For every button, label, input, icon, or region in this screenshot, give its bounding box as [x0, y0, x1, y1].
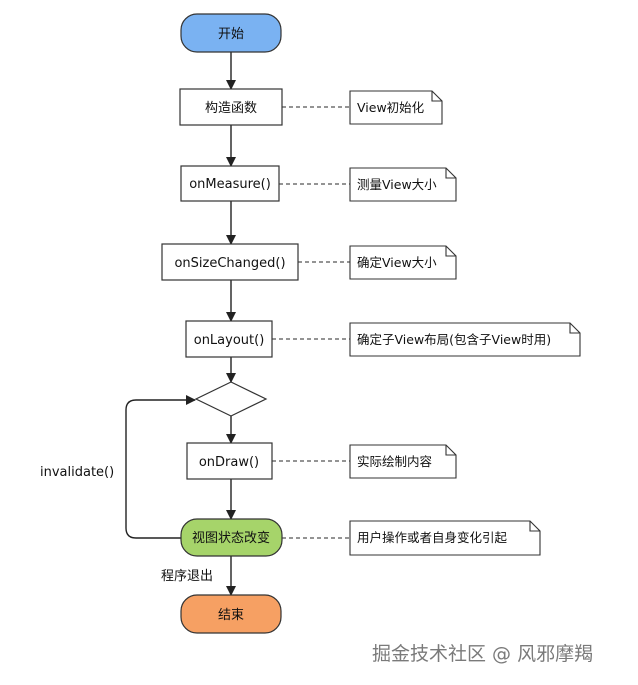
end-node-label: 结束: [218, 608, 244, 623]
note-onsizechanged-text: 确定View大小: [357, 255, 437, 270]
note-onlayout-text: 确定子View布局(包含子View时用): [357, 332, 551, 347]
onsizechanged-node-label: onSizeChanged(): [174, 256, 285, 271]
onmeasure-node-label: onMeasure(): [189, 177, 271, 192]
note-connectors: [272, 106, 350, 539]
note-onmeasure-text: 测量View大小: [357, 177, 437, 192]
note-ondraw: 实际绘制内容: [349, 444, 457, 479]
note-statechange-text: 用户操作或者自身变化引起: [357, 530, 508, 545]
start-node: 开始: [180, 13, 282, 53]
onmeasure-node: onMeasure(): [180, 165, 280, 202]
note-constructor: View初始化: [349, 90, 443, 125]
onlayout-node-label: onLayout(): [194, 333, 265, 348]
note-onlayout: 确定子View布局(包含子View时用): [349, 322, 581, 357]
exit-label: 程序退出: [161, 569, 213, 584]
note-onsizechanged: 确定View大小: [349, 245, 457, 280]
end-node: 结束: [180, 594, 282, 634]
note-statechange: 用户操作或者自身变化引起: [349, 520, 541, 556]
flow-edges: [125, 52, 236, 596]
ondraw-node-label: onDraw(): [199, 455, 259, 470]
edge-invalidate-loop: [125, 395, 196, 539]
decision-node: [194, 381, 268, 417]
state-change-node-label: 视图状态改变: [192, 530, 270, 546]
onlayout-node: onLayout(): [185, 320, 273, 358]
constructor-node: 构造函数: [179, 88, 283, 126]
onsizechanged-node: onSizeChanged(): [161, 243, 299, 281]
invalidate-label: invalidate(): [40, 465, 114, 480]
ondraw-node: onDraw(): [186, 442, 273, 480]
note-constructor-text: View初始化: [357, 100, 425, 115]
start-node-label: 开始: [218, 27, 244, 42]
state-change-node: 视图状态改变: [180, 518, 283, 557]
watermark-text: 掘金技术社区 @ 风邪摩羯: [372, 643, 593, 665]
note-onmeasure: 测量View大小: [349, 167, 457, 202]
constructor-node-label: 构造函数: [205, 101, 257, 116]
note-ondraw-text: 实际绘制内容: [357, 454, 432, 469]
